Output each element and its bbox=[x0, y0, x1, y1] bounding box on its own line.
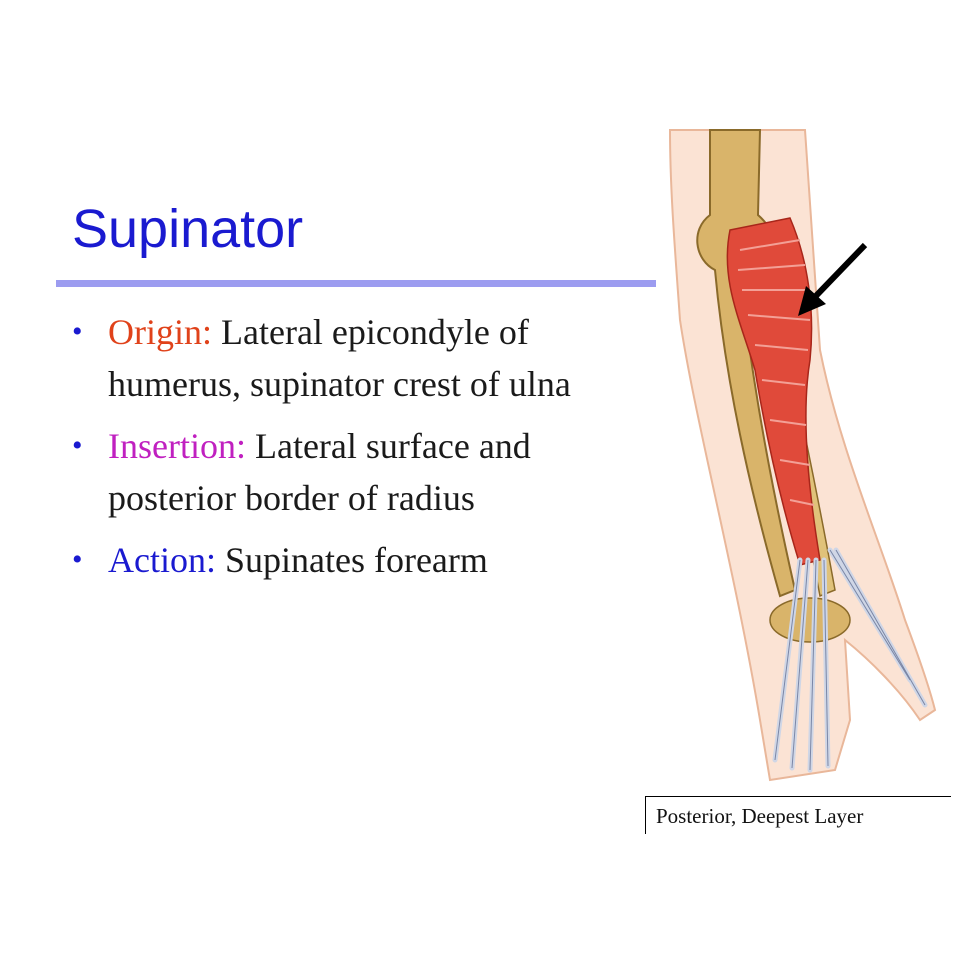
tendon-edges bbox=[774, 549, 926, 771]
muscle-fibers bbox=[737, 239, 815, 506]
bullet-list: • Origin: Lateral epicondyle of humerus,… bbox=[72, 306, 592, 596]
bullet-insertion: • Insertion: Lateral surface and posteri… bbox=[72, 420, 592, 524]
bullet-dot: • bbox=[72, 429, 83, 462]
wrist-carpals bbox=[769, 597, 851, 643]
slide-title: Supinator bbox=[72, 199, 304, 259]
bullet-dot: • bbox=[72, 543, 83, 576]
origin-text: Lateral epicondyle of humerus, supinator… bbox=[108, 312, 571, 404]
title-divider bbox=[56, 280, 656, 287]
insertion-label: Insertion: bbox=[108, 426, 246, 466]
action-text: Supinates forearm bbox=[224, 540, 488, 580]
supinator-muscle bbox=[726, 217, 821, 566]
figure-caption: Posterior, Deepest Layer bbox=[645, 796, 951, 834]
insertion-text: Lateral surface and posterior border of … bbox=[108, 426, 531, 518]
bullet-dot: • bbox=[72, 315, 83, 348]
action-label: Action: bbox=[108, 540, 216, 580]
pointer-arrow-icon bbox=[809, 242, 868, 303]
forearm-anatomy-illustration-icon bbox=[668, 129, 937, 782]
bullet-origin: • Origin: Lateral epicondyle of humerus,… bbox=[72, 306, 592, 410]
arrowhead-icon bbox=[798, 286, 826, 316]
bullet-action: • Action: Supinates forearm bbox=[72, 534, 592, 586]
origin-label: Origin: bbox=[108, 312, 212, 352]
